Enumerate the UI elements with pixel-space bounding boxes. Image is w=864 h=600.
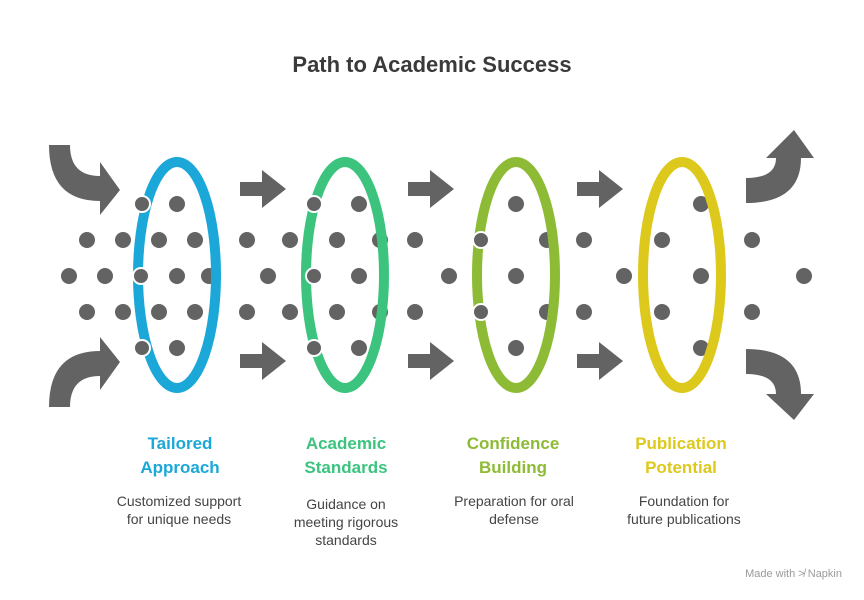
particle-dot bbox=[508, 340, 524, 356]
particle-dot bbox=[151, 304, 167, 320]
particle-dot bbox=[654, 304, 670, 320]
particle-dot bbox=[282, 232, 298, 248]
curved-arrow-in-top-icon bbox=[49, 145, 120, 215]
particle-dot bbox=[351, 196, 367, 212]
particle-dot bbox=[187, 304, 203, 320]
particle-dot bbox=[796, 268, 812, 284]
edge-dot bbox=[132, 267, 150, 285]
particle-dot bbox=[744, 304, 760, 320]
particle-dot bbox=[239, 232, 255, 248]
edge-dot bbox=[133, 195, 151, 213]
particle-dot bbox=[576, 232, 592, 248]
particle-dot bbox=[407, 232, 423, 248]
edge-dot bbox=[133, 339, 151, 357]
page-title: Path to Academic Success bbox=[292, 52, 572, 77]
particle-dot bbox=[115, 304, 131, 320]
particle-dot bbox=[508, 268, 524, 284]
particle-dot bbox=[239, 304, 255, 320]
particle-dot bbox=[351, 268, 367, 284]
particle-dot bbox=[115, 232, 131, 248]
particle-dot bbox=[169, 340, 185, 356]
particle-dot bbox=[151, 232, 167, 248]
particle-dots bbox=[61, 196, 812, 356]
particle-dot bbox=[351, 340, 367, 356]
particle-dot bbox=[169, 196, 185, 212]
particle-dot bbox=[616, 268, 632, 284]
right-arrow-icon bbox=[408, 170, 454, 208]
edge-dot bbox=[305, 267, 323, 285]
right-arrow-icon bbox=[577, 342, 623, 380]
flow-arrows bbox=[49, 130, 814, 420]
watermark: Made with ≯ Napkin bbox=[745, 568, 842, 580]
ring-confidence bbox=[472, 157, 560, 393]
edge-dot bbox=[305, 339, 323, 357]
particle-dot bbox=[260, 268, 276, 284]
particle-dot bbox=[97, 268, 113, 284]
particle-dot bbox=[61, 268, 77, 284]
particle-dot bbox=[654, 232, 670, 248]
edge-dot bbox=[472, 303, 490, 321]
right-arrow-icon bbox=[240, 342, 286, 380]
particle-dot bbox=[693, 196, 709, 212]
particle-dot bbox=[508, 196, 524, 212]
particle-dot bbox=[693, 268, 709, 284]
edge-dot bbox=[305, 195, 323, 213]
particle-dot bbox=[407, 304, 423, 320]
curved-arrow-out-bottom-icon bbox=[746, 349, 814, 420]
particle-dot bbox=[79, 232, 95, 248]
particle-dot bbox=[187, 232, 203, 248]
right-arrow-icon bbox=[240, 170, 286, 208]
particle-dot bbox=[693, 340, 709, 356]
curved-arrow-in-bottom-icon bbox=[49, 337, 120, 407]
curved-arrow-out-top-icon bbox=[746, 130, 814, 203]
particle-dot bbox=[441, 268, 457, 284]
particle-dot bbox=[329, 304, 345, 320]
particle-dot bbox=[282, 304, 298, 320]
right-arrow-icon bbox=[408, 342, 454, 380]
edge-dot bbox=[472, 231, 490, 249]
particle-dot bbox=[744, 232, 760, 248]
stage-rings bbox=[132, 157, 726, 393]
particle-dot bbox=[169, 268, 185, 284]
right-arrow-icon bbox=[577, 170, 623, 208]
particle-dot bbox=[79, 304, 95, 320]
particle-dot bbox=[576, 304, 592, 320]
ring-publication bbox=[638, 157, 726, 393]
particle-dot bbox=[329, 232, 345, 248]
